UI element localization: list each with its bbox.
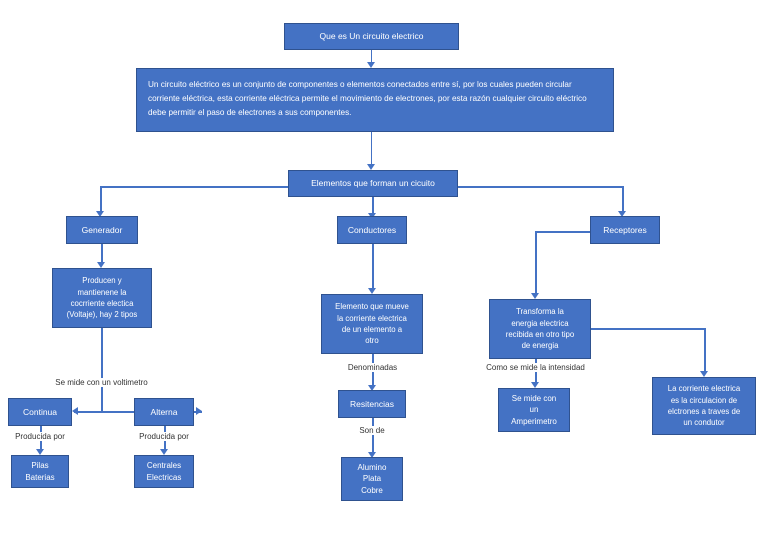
caption-como-se-mide-intensidad: Como se mide la intensidad: [469, 363, 602, 372]
connector-title-to-intro: [370, 50, 373, 63]
connector-center-to-generador-v: [100, 186, 102, 212]
connector-center-to-conductores: [372, 197, 374, 215]
node-continua[interactable]: Continua: [8, 398, 72, 426]
connector-generador-to-detail: [101, 244, 103, 264]
connector-receptores-elbow-v: [535, 231, 537, 295]
caption-denominadas: Denominadas: [336, 363, 409, 372]
connector-generador-detail-to-split: [101, 328, 103, 411]
node-intro-paragraph[interactable]: Un circuito eléctrico es un conjunto de …: [136, 68, 614, 132]
arrowhead-to-alterna: [196, 407, 202, 416]
arrowhead-center-to-generador: [96, 211, 105, 217]
node-title[interactable]: Que es Un circuito electrico: [284, 23, 459, 50]
arrowhead-title-to-intro: [366, 62, 375, 68]
arrowhead-generador-to-detail: [97, 262, 106, 268]
arrowhead-resistencias-to-materiales: [368, 452, 377, 458]
connector-conductores-to-detail: [372, 244, 374, 290]
node-amperimetro[interactable]: Se mide con un Amperimetro: [498, 388, 570, 432]
caption-producida-por-continua: Producida por: [3, 432, 77, 441]
arrowhead-transforma-to-amperimetro: [531, 382, 540, 388]
node-center-elementos[interactable]: Elementos que forman un cicuito: [288, 170, 458, 197]
node-generador[interactable]: Generador: [66, 216, 138, 244]
node-conductores[interactable]: Conductores: [337, 216, 407, 244]
node-alterna[interactable]: Alterna: [134, 398, 194, 426]
caption-producida-por-alterna: Producida por: [127, 432, 201, 441]
connector-transforma-to-definicion-h: [591, 328, 705, 330]
connector-center-to-receptores-h: [458, 186, 623, 188]
node-receptores[interactable]: Receptores: [590, 216, 660, 244]
caption-son-de: Son de: [348, 426, 396, 435]
arrowhead-transforma-to-definicion: [700, 371, 709, 377]
node-resistencias[interactable]: Resitencias: [338, 390, 406, 418]
arrowhead-conductores-to-detail: [368, 288, 377, 294]
node-definicion-corriente[interactable]: La corriente electrica es la circulacion…: [652, 377, 756, 435]
arrowhead-receptores-to-transforma: [531, 293, 540, 299]
node-generador-detail[interactable]: Producen y mantienene la cocrriente elec…: [52, 268, 152, 328]
connector-receptores-elbow-h: [535, 231, 591, 233]
connector-intro-to-center: [370, 132, 373, 165]
node-transforma-energia[interactable]: Transforma la energia electrica recibida…: [489, 299, 591, 359]
caption-se-mide-voltimetro: Se mide con un voltimetro: [20, 378, 183, 387]
node-pilas-baterias[interactable]: Pilas Baterias: [11, 455, 69, 488]
arrowhead-alterna-to-centrales: [160, 449, 169, 455]
arrowhead-center-to-receptores: [618, 211, 627, 217]
arrowhead-to-continua: [72, 407, 78, 416]
connector-center-to-receptores-v: [622, 186, 624, 212]
arrowhead-intro-to-center: [366, 164, 375, 170]
node-materiales[interactable]: Alumino Plata Cobre: [341, 457, 403, 501]
arrowhead-detail-to-resistencias: [368, 385, 377, 391]
arrowhead-continua-to-pilas: [36, 449, 45, 455]
node-conductores-detail[interactable]: Elemento que mueve la corriente electric…: [321, 294, 423, 354]
connector-transforma-to-definicion-v: [704, 328, 706, 373]
connector-resistencias-to-materiales: [372, 418, 374, 454]
node-centrales-electricas[interactable]: Centrales Electricas: [134, 455, 194, 488]
connector-center-to-generador-h: [100, 186, 288, 188]
